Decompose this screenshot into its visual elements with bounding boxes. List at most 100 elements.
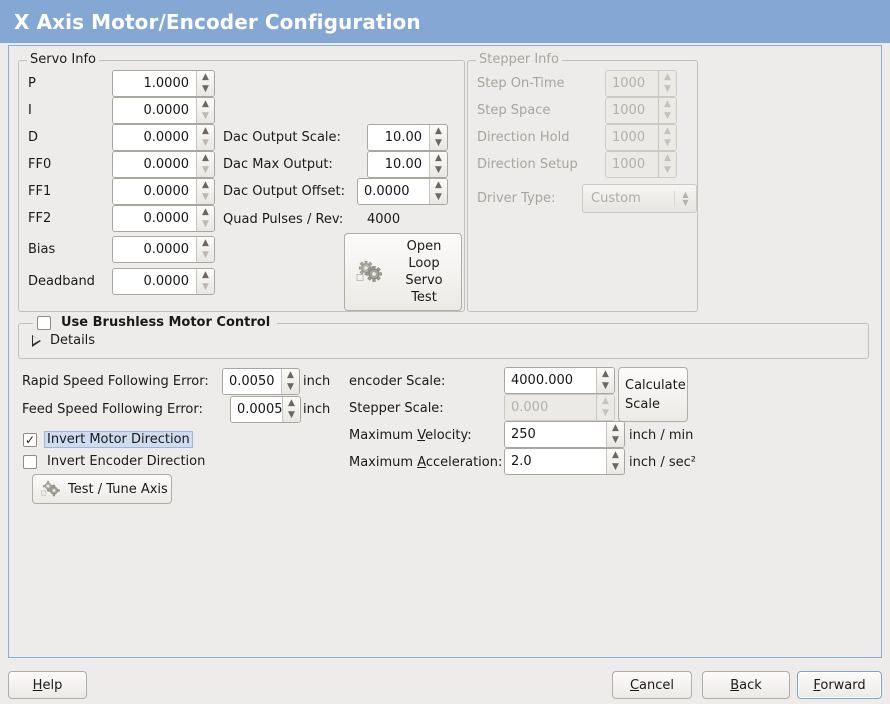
dac-max-output-input[interactable]: 10.00 ▲▼ xyxy=(367,151,448,178)
spinner-arrows[interactable]: ▲▼ xyxy=(429,125,447,150)
spin-up-icon[interactable]: ▲ xyxy=(435,179,442,190)
spin-up-icon[interactable]: ▲ xyxy=(202,125,209,136)
spin-up-icon[interactable]: ▲ xyxy=(287,369,294,380)
direction-hold-value: 1000 xyxy=(606,125,658,150)
calculate-scale-button[interactable]: Calculate Scale xyxy=(618,367,688,422)
spin-down-icon[interactable]: ▼ xyxy=(435,138,442,149)
spin-up-icon[interactable]: ▲ xyxy=(202,269,209,280)
dac-max-output-label: Dac Max Output: xyxy=(223,157,333,172)
spinner-arrows[interactable]: ▲▼ xyxy=(196,125,214,150)
details-expander[interactable]: Details xyxy=(32,333,95,348)
dac-output-offset-value: 0.0000 xyxy=(358,179,429,204)
spin-up-icon[interactable]: ▲ xyxy=(602,368,609,379)
spin-down-icon[interactable]: ▼ xyxy=(602,381,609,392)
maximum-acceleration-input[interactable]: 2.0 ▲▼ xyxy=(504,448,625,475)
spinner-arrows: ▲▼ xyxy=(658,125,676,150)
test-tune-axis-button[interactable]: Test / Tune Axis xyxy=(32,474,172,504)
spin-up-icon[interactable]: ▲ xyxy=(435,125,442,136)
forward-button[interactable]: Forward xyxy=(797,671,882,699)
servo-input-ff0[interactable]: 0.0000 ▲▼ xyxy=(112,151,215,178)
spin-up-icon[interactable]: ▲ xyxy=(202,206,209,217)
chevron-right-icon[interactable] xyxy=(32,334,41,347)
spin-down-icon[interactable]: ▼ xyxy=(435,192,442,203)
spin-up-icon[interactable]: ▲ xyxy=(612,422,619,433)
spinner-arrows[interactable]: ▲▼ xyxy=(281,369,299,394)
feed-speed-following-error-input[interactable]: 0.0005 ▲▼ xyxy=(230,396,301,423)
encoder-scale-input[interactable]: 4000.000 ▲▼ xyxy=(504,367,615,394)
checkbox-box[interactable] xyxy=(23,454,37,469)
spinner-arrows[interactable]: ▲▼ xyxy=(196,269,214,294)
stepper-scale-label: Stepper Scale: xyxy=(349,401,444,416)
spinner-arrows[interactable]: ▲▼ xyxy=(606,449,624,474)
spin-down-icon[interactable]: ▼ xyxy=(202,138,209,149)
maximum-velocity-unit: inch / min xyxy=(629,428,694,443)
help-button-label: Help xyxy=(33,678,63,693)
spin-down-icon[interactable]: ▼ xyxy=(288,410,295,421)
spinner-arrows[interactable]: ▲▼ xyxy=(196,71,214,96)
back-button[interactable]: Back xyxy=(702,671,790,699)
servo-value-d: 0.0000 xyxy=(113,125,196,150)
servo-input-ff2[interactable]: 0.0000 ▲▼ xyxy=(112,205,215,232)
spinner-arrows[interactable]: ▲▼ xyxy=(196,152,214,177)
spin-down-icon[interactable]: ▼ xyxy=(612,462,619,473)
maximum-velocity-input[interactable]: 250 ▲▼ xyxy=(504,421,625,448)
checkbox-box[interactable]: ✓ xyxy=(23,432,37,447)
spin-up-icon[interactable]: ▲ xyxy=(288,397,295,408)
spin-down-icon[interactable]: ▼ xyxy=(612,435,619,446)
open-loop-servo-test-label: Open Loop Servo Test xyxy=(387,238,461,306)
spinner-arrows[interactable]: ▲▼ xyxy=(429,179,447,204)
spinner-arrows[interactable]: ▲▼ xyxy=(429,152,447,177)
dac-max-output-value: 10.00 xyxy=(368,152,429,177)
dac-output-scale-input[interactable]: 10.00 ▲▼ xyxy=(367,124,448,151)
spin-down-icon[interactable]: ▼ xyxy=(287,382,294,393)
spinner-arrows[interactable]: ▲▼ xyxy=(596,368,614,393)
calculate-scale-line-2: Scale xyxy=(625,396,660,412)
spinner-arrows[interactable]: ▲▼ xyxy=(196,206,214,231)
spinner-arrows[interactable]: ▲▼ xyxy=(282,397,300,422)
spin-up-icon[interactable]: ▲ xyxy=(202,179,209,190)
help-button[interactable]: Help xyxy=(8,671,87,699)
servo-input-deadband[interactable]: 0.0000 ▲▼ xyxy=(112,268,215,295)
spin-up-icon[interactable]: ▲ xyxy=(202,152,209,163)
spinner-arrows[interactable]: ▲▼ xyxy=(196,237,214,262)
page-title: X Axis Motor/Encoder Configuration xyxy=(14,9,421,34)
servo-label-ff1: FF1 xyxy=(28,184,52,199)
direction-hold-input: 1000 ▲▼ xyxy=(605,124,677,151)
rapid-speed-following-error-input[interactable]: 0.0050 ▲▼ xyxy=(222,368,300,395)
spin-down-icon[interactable]: ▼ xyxy=(202,111,209,122)
spin-down-icon[interactable]: ▼ xyxy=(435,165,442,176)
direction-setup-label: Direction Setup xyxy=(477,157,578,172)
spinner-arrows[interactable]: ▲▼ xyxy=(606,422,624,447)
spin-down-icon[interactable]: ▼ xyxy=(202,219,209,230)
cancel-button[interactable]: Cancel xyxy=(612,671,692,699)
invert-encoder-direction-checkbox[interactable]: Invert Encoder Direction xyxy=(23,453,208,470)
servo-input-bias[interactable]: 0.0000 ▲▼ xyxy=(112,236,215,263)
servo-label-ff0: FF0 xyxy=(28,157,52,172)
spin-up-icon[interactable]: ▲ xyxy=(202,237,209,248)
stepper-scale-input: 0.000 ▲▼ xyxy=(504,394,615,421)
spin-up-icon[interactable]: ▲ xyxy=(202,71,209,82)
max-accel-label-pre: Maximum xyxy=(349,455,418,470)
use-brushless-motor-control-checkbox[interactable]: Use Brushless Motor Control xyxy=(33,314,278,331)
servo-input-ff1[interactable]: 0.0000 ▲▼ xyxy=(112,178,215,205)
spinner-arrows: ▲▼ xyxy=(658,152,676,177)
spinner-arrows[interactable]: ▲▼ xyxy=(196,98,214,123)
spin-up-icon[interactable]: ▲ xyxy=(435,152,442,163)
spin-up-icon[interactable]: ▲ xyxy=(612,449,619,460)
servo-input-i[interactable]: 0.0000 ▲▼ xyxy=(112,97,215,124)
spin-down-icon[interactable]: ▼ xyxy=(202,192,209,203)
spin-down-icon[interactable]: ▼ xyxy=(202,84,209,95)
spin-down-icon[interactable]: ▼ xyxy=(202,250,209,261)
dac-output-offset-input[interactable]: 0.0000 ▲▼ xyxy=(357,178,448,205)
checkbox-box[interactable] xyxy=(37,315,51,330)
open-loop-servo-test-button[interactable]: Open Loop Servo Test xyxy=(344,233,462,311)
invert-motor-direction-checkbox[interactable]: ✓ Invert Motor Direction xyxy=(23,431,193,448)
step-space-value: 1000 xyxy=(606,98,658,123)
spinner-arrows[interactable]: ▲▼ xyxy=(196,179,214,204)
servo-value-ff2: 0.0000 xyxy=(113,206,196,231)
spin-down-icon[interactable]: ▼ xyxy=(202,282,209,293)
servo-input-p[interactable]: 1.0000 ▲▼ xyxy=(112,70,215,97)
spin-down-icon[interactable]: ▼ xyxy=(202,165,209,176)
spin-up-icon[interactable]: ▲ xyxy=(202,98,209,109)
servo-input-d[interactable]: 0.0000 ▲▼ xyxy=(112,124,215,151)
